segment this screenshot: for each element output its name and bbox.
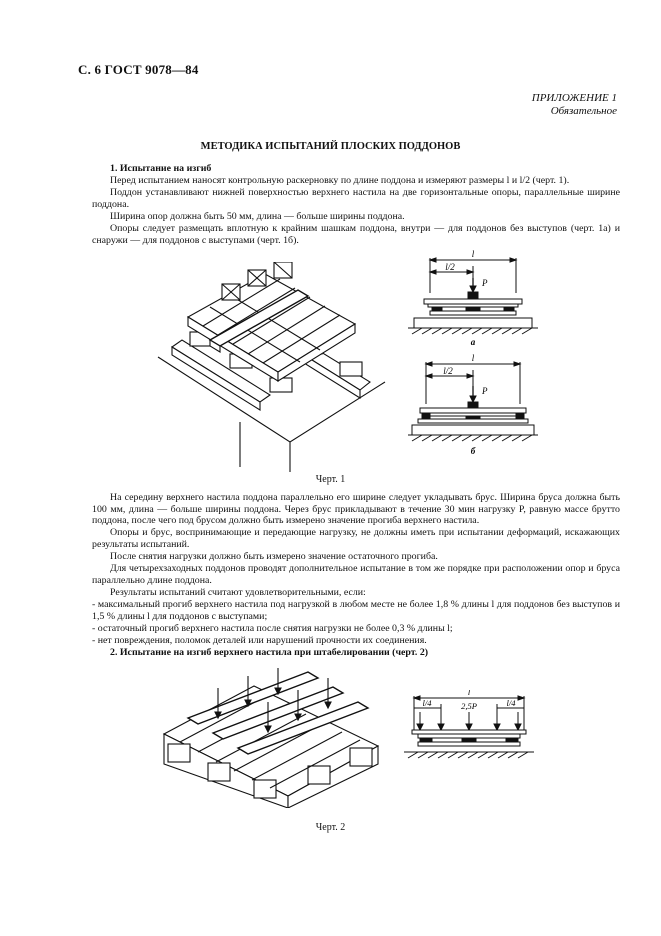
section-1-paragraph-4: Опоры следует размещать вплотную к крайн… [92,223,620,246]
figure-2-dim-quarter-right: l/4 [507,698,517,708]
section-1-paragraph-8: Для четырехзаходных поддонов проводят до… [92,563,620,586]
figure-1b-load: P [481,386,488,396]
section-1-paragraph-7: После снятия нагрузки должно быть измере… [110,551,438,562]
figure-1a-label: а [471,337,476,347]
appendix-status: Обязательное [550,105,617,117]
section-2-heading: 2. Испытание на изгиб верхнего настила п… [110,647,429,658]
figure-1b-dim-half: l/2 [443,366,453,376]
section-1-paragraph-2: Поддон устанавливают нижней поверхностью… [92,187,620,210]
figure-1-caption: Черт. 1 [315,474,346,485]
figure-2-pallet-isometric [162,668,380,808]
section-1-paragraph-9: Результаты испытаний считают удовлетвори… [110,587,366,598]
figure-1b-label: б [471,446,476,456]
page-title: МЕТОДИКА ИСПЫТАНИЙ ПЛОСКИХ ПОДДОНОВ [200,141,461,152]
criteria-item-3: - нет повреждения, поломок деталей или н… [92,635,427,646]
appendix-label: ПРИЛОЖЕНИЕ 1 [531,92,617,104]
criteria-item-1: - максимальный прогиб верхнего настила п… [92,599,620,622]
section-1-paragraph-5: На середину верхнего настила поддона пар… [92,492,620,527]
figure-1-pallet-isometric [157,262,386,472]
figure-1b-schematic: l l/2 P б [408,353,538,456]
page-header: С. 6 ГОСТ 9078—84 [78,62,199,77]
criteria-item-2: - остаточный прогиб верхнего настила пос… [92,623,453,634]
figure-2-caption: Черт. 2 [315,822,346,833]
figure-1a-schematic: l l/2 P а [408,249,538,347]
figure-1a-load: P [481,278,488,288]
section-1-paragraph-1: Перед испытанием наносят контрольную рас… [110,175,570,186]
section-1-paragraph-6: Опоры и брус, воспринимающие и передающи… [92,527,620,550]
section-1-paragraph-3: Ширина опор должна быть 50 мм, длина — б… [110,211,405,222]
figure-1a-dim-l: l [472,249,475,259]
figure-2-load: 2,5P [461,701,477,711]
section-1-heading: 1. Испытание на изгиб [110,163,212,174]
figure-1b-dim-l: l [472,353,475,363]
figure-2-dim-quarter-left: l/4 [423,698,433,708]
figure-2-schematic: l l/4 l/4 2,5P [404,690,534,759]
figure-2-dim-l: l [468,690,471,697]
figure-1a-dim-half: l/2 [445,262,455,272]
appendix-block: ПРИЛОЖЕНИЕ 1 Обязательное [532,92,617,118]
